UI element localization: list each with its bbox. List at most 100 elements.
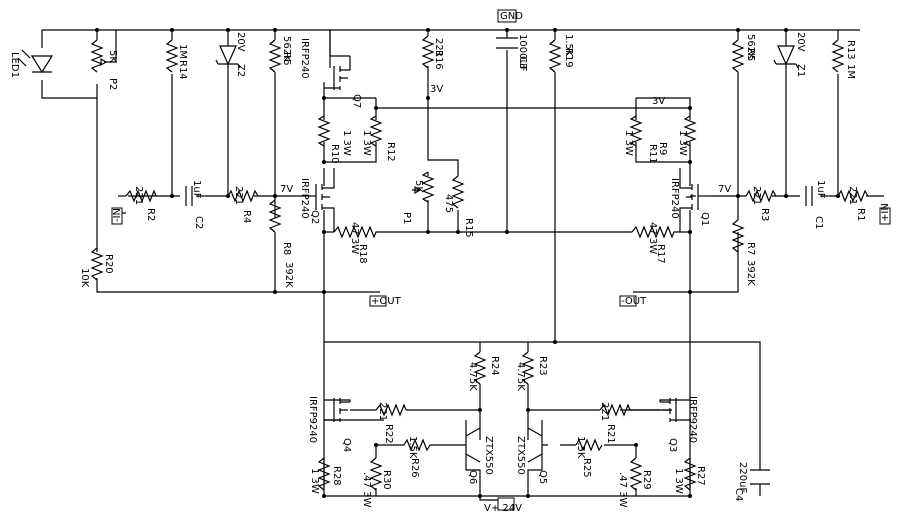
label-c3: C3 bbox=[517, 56, 528, 69]
label-r10: R10 bbox=[329, 144, 340, 164]
label-q3t: IRFP9240 bbox=[687, 396, 698, 443]
label-r4v: 221 bbox=[233, 186, 244, 205]
label-r4: R4 bbox=[241, 210, 252, 223]
label-r24v: 4.75K bbox=[467, 362, 478, 391]
label-r21: R21 bbox=[605, 424, 616, 444]
label-r22: R22 bbox=[383, 424, 394, 444]
label-r17v: 47 3W bbox=[647, 222, 658, 254]
label-q7t: IRFP240 bbox=[299, 38, 310, 79]
label-r15v: 475 bbox=[443, 194, 454, 213]
label-r15: R15 bbox=[463, 218, 474, 238]
label-r23: R23 bbox=[537, 356, 548, 376]
label-r8v: 392K bbox=[283, 262, 294, 288]
label-r9: R9 bbox=[657, 142, 668, 155]
net-v24: V+ 24V bbox=[484, 503, 522, 514]
net-gnd: GND bbox=[500, 11, 523, 22]
label-r25: R25 bbox=[581, 458, 592, 478]
label-r12v: 1 3W bbox=[361, 130, 372, 156]
label-c3v: 1000uF bbox=[517, 34, 528, 72]
label-r5v: 562K bbox=[745, 34, 756, 60]
net-out-minus: -OUT bbox=[621, 296, 647, 307]
label-p2: P2 bbox=[107, 78, 118, 90]
label-p1: P1 bbox=[401, 212, 412, 224]
net-in-plus: +IN bbox=[880, 203, 891, 222]
label-r11: R11 bbox=[647, 144, 658, 164]
label-r1: R1 bbox=[855, 208, 866, 221]
label-q1t: IRFP240 bbox=[669, 178, 680, 219]
label-p1v: 5K bbox=[413, 180, 424, 193]
label-c1v: 1uF bbox=[815, 180, 826, 199]
label-r10v: 1 3W bbox=[341, 130, 352, 156]
net-3v-right: 3V bbox=[652, 96, 665, 107]
label-r14: R14 bbox=[177, 60, 188, 80]
label-r24: R24 bbox=[489, 356, 500, 376]
label-r30: R30 bbox=[381, 470, 392, 490]
label-c2: C2 bbox=[193, 216, 204, 229]
label-c4: C4 bbox=[733, 488, 744, 501]
label-r2: R2 bbox=[145, 208, 156, 221]
label-r6: R6 bbox=[281, 52, 292, 65]
label-q4: Q4 bbox=[341, 438, 352, 452]
label-r11v: 1 3W bbox=[623, 130, 634, 156]
label-c1: C1 bbox=[813, 216, 824, 229]
label-q4t: IRFP9240 bbox=[307, 396, 318, 443]
net-7v-right: 7V bbox=[718, 184, 731, 195]
label-r22v: 221 bbox=[377, 402, 388, 421]
net-out-plus: +OUT bbox=[371, 296, 402, 307]
label-q6: Q6 bbox=[467, 470, 478, 484]
label-r27v: 1 3W bbox=[673, 468, 684, 494]
label-r29v: .47 3W bbox=[617, 472, 628, 507]
label-q2t: IRFP240 bbox=[299, 178, 310, 219]
wires bbox=[41, 29, 884, 501]
label-z1: Z1 bbox=[795, 64, 806, 77]
label-r16: R16 bbox=[433, 50, 444, 70]
label-r3: R3 bbox=[759, 208, 770, 221]
label-r26: R26 bbox=[409, 458, 420, 478]
label-r7: R7 bbox=[745, 242, 756, 255]
label-r3v: 221 bbox=[751, 186, 762, 205]
net-7v-left: 7V bbox=[280, 184, 293, 195]
label-r9v: 1 3W bbox=[677, 130, 688, 156]
label-r26v: 1.5K bbox=[407, 436, 418, 459]
label-led1: LED1 bbox=[9, 52, 20, 78]
label-r17: R17 bbox=[655, 244, 666, 264]
label-p2v: 5K bbox=[107, 50, 118, 63]
label-r8: R8 bbox=[281, 242, 292, 255]
label-q1: Q1 bbox=[699, 212, 710, 226]
label-r25v: 1.5K bbox=[575, 436, 586, 459]
label-q2: Q2 bbox=[309, 210, 320, 224]
label-z2v: 20V bbox=[235, 32, 246, 52]
label-r1v: 221 bbox=[847, 186, 858, 205]
label-r14v: 1M bbox=[177, 44, 188, 59]
label-r18: R18 bbox=[357, 244, 368, 264]
label-r2v: 221 bbox=[133, 186, 144, 205]
label-z1v: 20V bbox=[795, 32, 806, 52]
symbols bbox=[17, 28, 869, 498]
label-r18v: 47 3W bbox=[349, 222, 360, 254]
label-r13: R13 bbox=[845, 40, 856, 60]
net-in-minus: -IN bbox=[112, 208, 123, 222]
label-r23v: 4.75K bbox=[515, 362, 526, 391]
label-r21v: 221 bbox=[599, 402, 610, 421]
label-r19: R19 bbox=[563, 48, 574, 68]
label-r19v: 1.5K bbox=[563, 34, 574, 57]
label-r16v: 221 bbox=[433, 38, 444, 57]
net-3v-left: 3V bbox=[430, 84, 443, 95]
label-q3: Q3 bbox=[667, 438, 678, 452]
label-c2v: 1uF bbox=[191, 180, 202, 199]
label-r7v: 392K bbox=[745, 260, 756, 286]
label-c4v: 220uF bbox=[737, 462, 748, 493]
label-r29: R29 bbox=[641, 470, 652, 490]
label-r5: R5 bbox=[745, 48, 756, 61]
label-r27: R27 bbox=[695, 466, 706, 486]
label-q7: Q7 bbox=[351, 94, 362, 108]
label-r28v: 1 3W bbox=[309, 468, 320, 494]
label-r30v: .47 3W bbox=[361, 472, 372, 507]
label-r28: R28 bbox=[331, 466, 342, 486]
label-z2: Z2 bbox=[235, 64, 246, 77]
label-r20v: 10K bbox=[79, 268, 90, 288]
label-r13v: 1M bbox=[845, 64, 856, 79]
label-r6v: 562K bbox=[281, 36, 292, 62]
